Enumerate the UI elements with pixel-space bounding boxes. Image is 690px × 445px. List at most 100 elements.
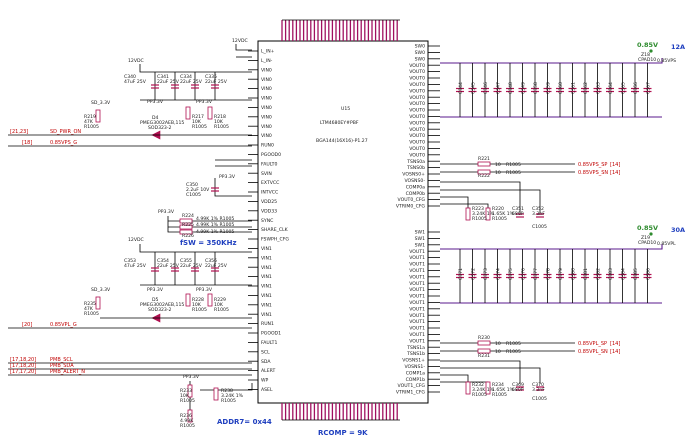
addr-annotation: ADDR7= 0x44 bbox=[217, 418, 272, 426]
c370-val: 3.3nF bbox=[532, 387, 545, 393]
r236-ref: R236 bbox=[180, 413, 192, 419]
r238-val: 3.24K 1% bbox=[221, 393, 244, 399]
comp-network-bottom: R232 3.24K 1% R1005 R234 1.65K 1% R1005 … bbox=[440, 360, 547, 402]
rcomp-annotation: RCOMP = 9K bbox=[318, 429, 368, 437]
d5-pkg: SOD323-2 bbox=[148, 307, 171, 313]
left-pin-label: VIN0 bbox=[261, 96, 272, 102]
r220-pkg: R1005 bbox=[492, 216, 507, 222]
c355-ref: C355 bbox=[180, 258, 192, 264]
right-pin-label: VOUT0_CFG bbox=[398, 197, 426, 203]
left-pin-label: VIN0 bbox=[261, 114, 272, 120]
right-pin-label: VOUT1 bbox=[409, 262, 425, 268]
left-pin-label: VIN1 bbox=[261, 246, 272, 252]
output-cap-ref: C384 bbox=[621, 268, 627, 280]
output-cap-ref: C364 bbox=[608, 82, 614, 94]
r220-ref: R220 bbox=[492, 206, 504, 212]
right-pin-label: VOUT0 bbox=[409, 146, 425, 152]
output-cap-ref: C360 bbox=[558, 82, 564, 94]
right-pin-label: SW0 bbox=[415, 44, 425, 50]
rail-dot-top bbox=[649, 49, 653, 53]
output-cap-ref: C347 bbox=[496, 82, 502, 94]
r230-pkg: R1005 bbox=[506, 341, 521, 347]
sd33-b: SD_3.3V bbox=[91, 287, 111, 293]
right-pin-label: VOUT1 bbox=[409, 281, 425, 287]
right-pin-label: SW1 bbox=[415, 236, 425, 242]
left-pin-label: FAULT1 bbox=[261, 340, 277, 346]
right-pin-label: VOUT0 bbox=[409, 120, 425, 126]
left-pin-label: SHARE_CLK bbox=[261, 227, 289, 233]
output-cap-ref: C344 bbox=[458, 82, 464, 94]
r221-ref: R221 bbox=[478, 156, 490, 162]
right-pin-label: VOUT0 bbox=[409, 69, 425, 75]
r234-val: 1.65K 1% bbox=[492, 387, 515, 393]
right-pin-label: VTRIM1_CFG bbox=[396, 390, 426, 396]
fsw-annotation: fSW = 350KHz bbox=[180, 239, 237, 247]
net-alert: PMB_ALERT_N bbox=[50, 369, 85, 375]
output-cap-ref: C367 bbox=[646, 82, 652, 94]
pp33-e: PP3.3V bbox=[147, 287, 164, 293]
net-vpl-sp: 0.85VPL_SP bbox=[578, 341, 607, 347]
left-pin-label: VIN1 bbox=[261, 274, 272, 280]
bottom-pin-stubs bbox=[281, 403, 400, 421]
ic-body bbox=[257, 40, 429, 404]
pp33-c: PP3.3V bbox=[219, 174, 236, 180]
output-cap-ref: C375 bbox=[508, 268, 514, 280]
output-cap-ref: C349 bbox=[521, 82, 527, 94]
c356-ref: C356 bbox=[205, 258, 217, 264]
left-pin-label: WP bbox=[261, 378, 269, 384]
output-cap-ref: C376 bbox=[521, 268, 527, 280]
right-pin-label: VOUT1 bbox=[409, 287, 425, 293]
output-cap-ref: C358 bbox=[533, 82, 539, 94]
c335-val: 22uF 25V bbox=[205, 79, 228, 85]
left-pin-label: VIN0 bbox=[261, 124, 272, 130]
left-pin-label: VIN1 bbox=[261, 312, 272, 318]
left-pin-column: L_IN+L_IN-VIN0VIN0VIN0VIN0VIN0VIN0VIN0VI… bbox=[248, 49, 289, 393]
c341-ref: C341 bbox=[157, 74, 169, 80]
net-sd-pwr-on-ref: [21,23] bbox=[10, 129, 28, 135]
right-pin-label: TSNS1b bbox=[406, 351, 425, 357]
top-pin-stubs bbox=[281, 19, 400, 41]
right-pin-label: COMP1a bbox=[406, 370, 425, 376]
left-pin-label: L_IN+ bbox=[261, 49, 275, 55]
right-pin-label: VOUT0 bbox=[409, 63, 425, 69]
c351-ref: C351 bbox=[512, 206, 524, 212]
r238-pkg: R1005 bbox=[221, 398, 236, 404]
current-label-top: 12A bbox=[671, 43, 685, 51]
c334-ref: C334 bbox=[180, 74, 192, 80]
c370-pkg: C1005 bbox=[532, 396, 547, 402]
c334-val: 22uF 25V bbox=[180, 79, 203, 85]
left-pin-label: FAULT0 bbox=[261, 161, 277, 167]
left-pin-label: SYNC bbox=[261, 218, 273, 224]
left-pin-label: SDA bbox=[261, 359, 271, 365]
output-cap-ref: C371 bbox=[458, 268, 464, 280]
r230-ref: R230 bbox=[478, 335, 490, 341]
right-pin-column-bottom: SW1SW1SW1VOUT1VOUT1VOUT1VOUT1VOUT1VOUT1V… bbox=[396, 230, 440, 396]
output-cap-ref: C359 bbox=[546, 82, 552, 94]
bias-section: C350 2.2uF 10V C1005 PP3.3V bbox=[186, 159, 252, 198]
net-vps-g-ref: [18] bbox=[22, 140, 32, 146]
left-pin-label: VIN1 bbox=[261, 284, 272, 290]
right-pin-label: VOUT0 bbox=[409, 152, 425, 158]
r228-pkg: R1005 bbox=[192, 307, 207, 313]
left-pin-label: VIN1 bbox=[261, 293, 272, 299]
output-cap-ref: C372 bbox=[471, 268, 477, 280]
right-pin-label: TSNS1a bbox=[406, 345, 425, 351]
right-pin-label: VOUT1 bbox=[409, 249, 425, 255]
right-pin-label: VOUT0 bbox=[409, 101, 425, 107]
right-pin-label: VOUT0 bbox=[409, 88, 425, 94]
r220-val: 1.65K 1% bbox=[492, 211, 515, 217]
right-pin-label: VOUT1 bbox=[409, 313, 425, 319]
fsw-section: PP3.3V R224 4.99K 1% R1005 R225 4.99K 1%… bbox=[158, 209, 252, 247]
c350-pkg: C1005 bbox=[186, 192, 201, 198]
left-pin-label: VIN0 bbox=[261, 67, 272, 73]
right-pin-label: VOUT1 bbox=[409, 319, 425, 325]
d5-ref: D5 bbox=[152, 297, 159, 303]
r224-val: 4.99K 1% R1005 bbox=[196, 216, 234, 222]
left-pin-label: SVIN bbox=[261, 171, 272, 177]
left-pin-label: INTVCC bbox=[261, 190, 278, 196]
r222-val: 10 bbox=[495, 170, 501, 176]
right-pin-label: VOUT1 bbox=[409, 306, 425, 312]
r229-ref: R229 bbox=[214, 297, 226, 303]
output-cap-ref: C361 bbox=[571, 82, 577, 94]
